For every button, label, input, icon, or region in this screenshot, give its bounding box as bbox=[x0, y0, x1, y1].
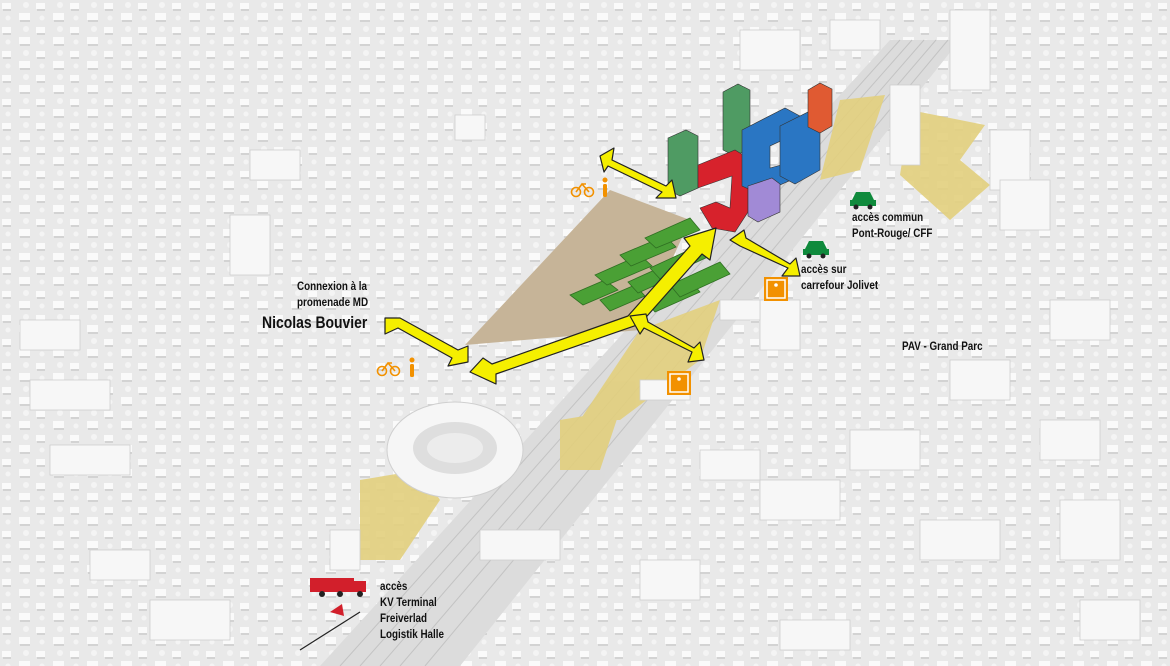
wheelchair-elevator-icon bbox=[667, 371, 691, 395]
wheelchair-elevator-icon bbox=[764, 277, 788, 301]
label-kv-line4: Logistik Halle bbox=[380, 627, 444, 641]
car-icon bbox=[803, 241, 829, 259]
direction-arrow-icon bbox=[299, 604, 361, 651]
connection-arrows bbox=[384, 147, 801, 385]
label-kv-line2: KV Terminal bbox=[380, 595, 437, 609]
label-kv-line1: accès bbox=[380, 579, 408, 593]
label-commun-line2: Pont-Rouge/ CFF bbox=[852, 226, 933, 240]
label-jolivet-line1: accès sur bbox=[801, 262, 847, 276]
pedestrian-icon bbox=[602, 177, 608, 197]
purple-building bbox=[747, 177, 781, 223]
car-icon bbox=[850, 192, 876, 210]
label-connexion-name: Nicolas Bouvier bbox=[262, 313, 368, 332]
buildings bbox=[19, 9, 1141, 651]
bike-icon bbox=[570, 182, 595, 198]
pedestrian-icon bbox=[409, 357, 415, 377]
truck-icon bbox=[310, 578, 366, 597]
label-connexion-line1: Connexion à la bbox=[297, 279, 367, 293]
orange-tower bbox=[807, 82, 833, 134]
label-pav: PAV - Grand Parc bbox=[902, 339, 983, 353]
label-commun-line1: accès commun bbox=[852, 210, 924, 224]
label-jolivet-line2: carrefour Jolivet bbox=[801, 278, 879, 292]
colored-buildings bbox=[667, 82, 833, 233]
label-kv-line3: Freiverlad bbox=[380, 611, 428, 625]
station-platform bbox=[465, 190, 690, 345]
label-connexion-line2: promenade MD bbox=[297, 295, 369, 309]
project-zones bbox=[360, 95, 990, 560]
bike-icon bbox=[376, 361, 401, 377]
stadium bbox=[386, 401, 524, 499]
